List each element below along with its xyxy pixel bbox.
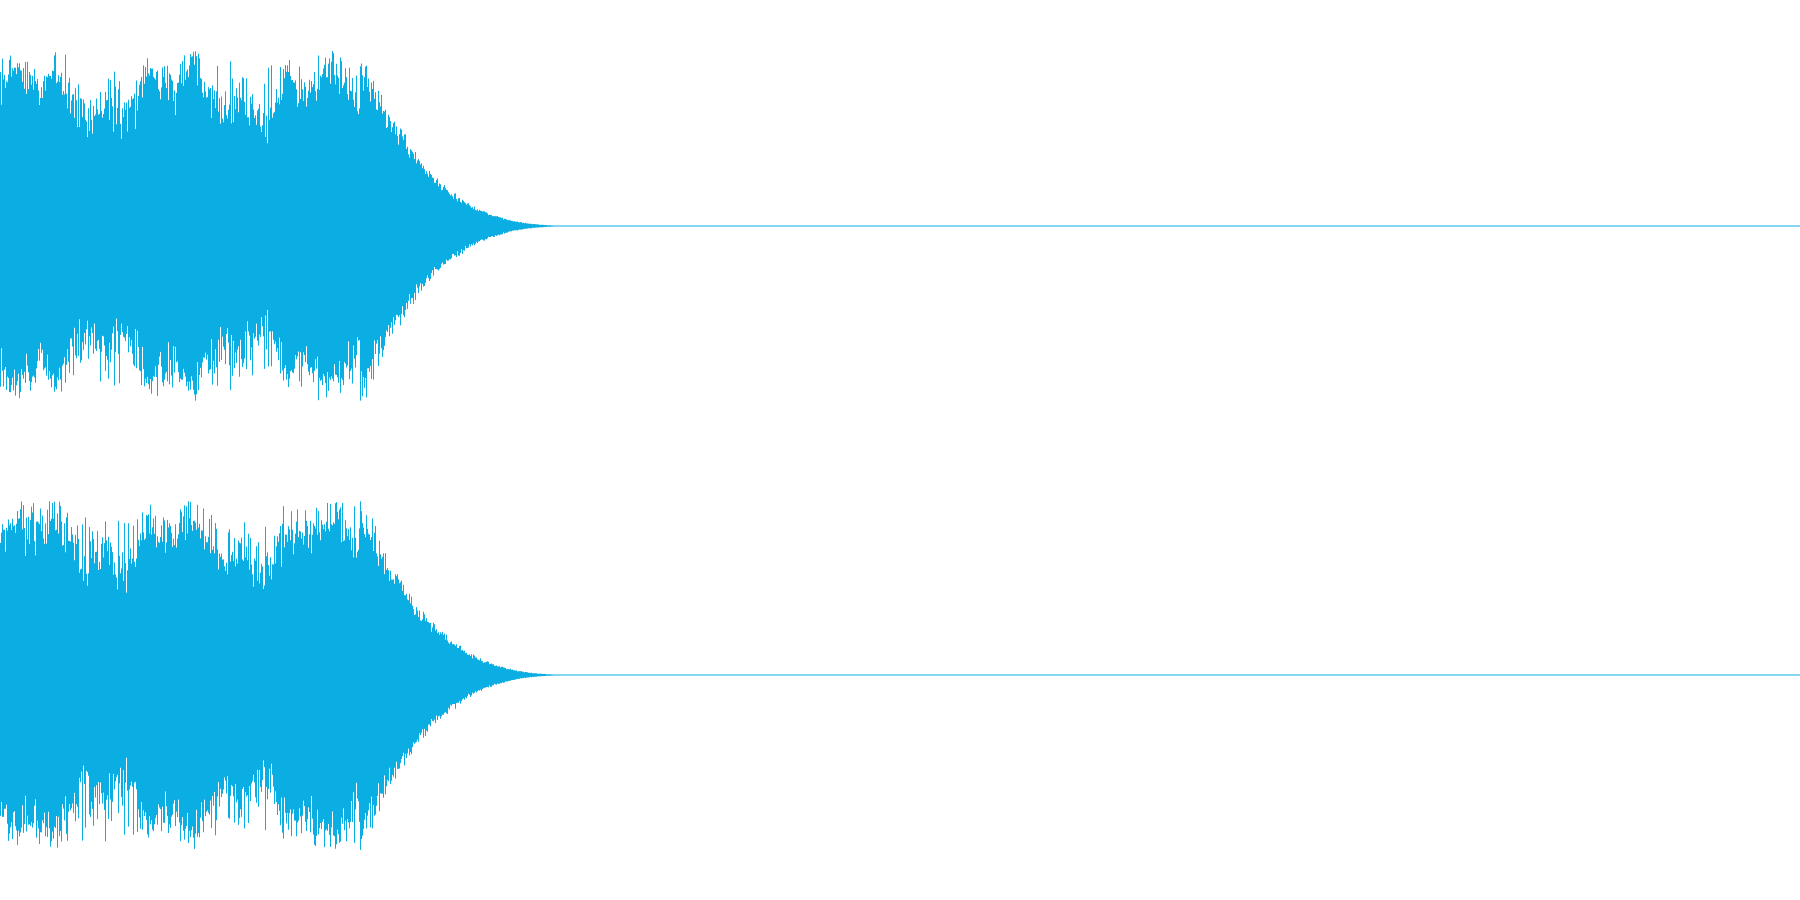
channel-left-wave	[0, 51, 573, 401]
channel-right-wave	[0, 501, 573, 850]
channel-left-waveform	[0, 51, 1800, 401]
channel-right-waveform	[0, 501, 1800, 850]
